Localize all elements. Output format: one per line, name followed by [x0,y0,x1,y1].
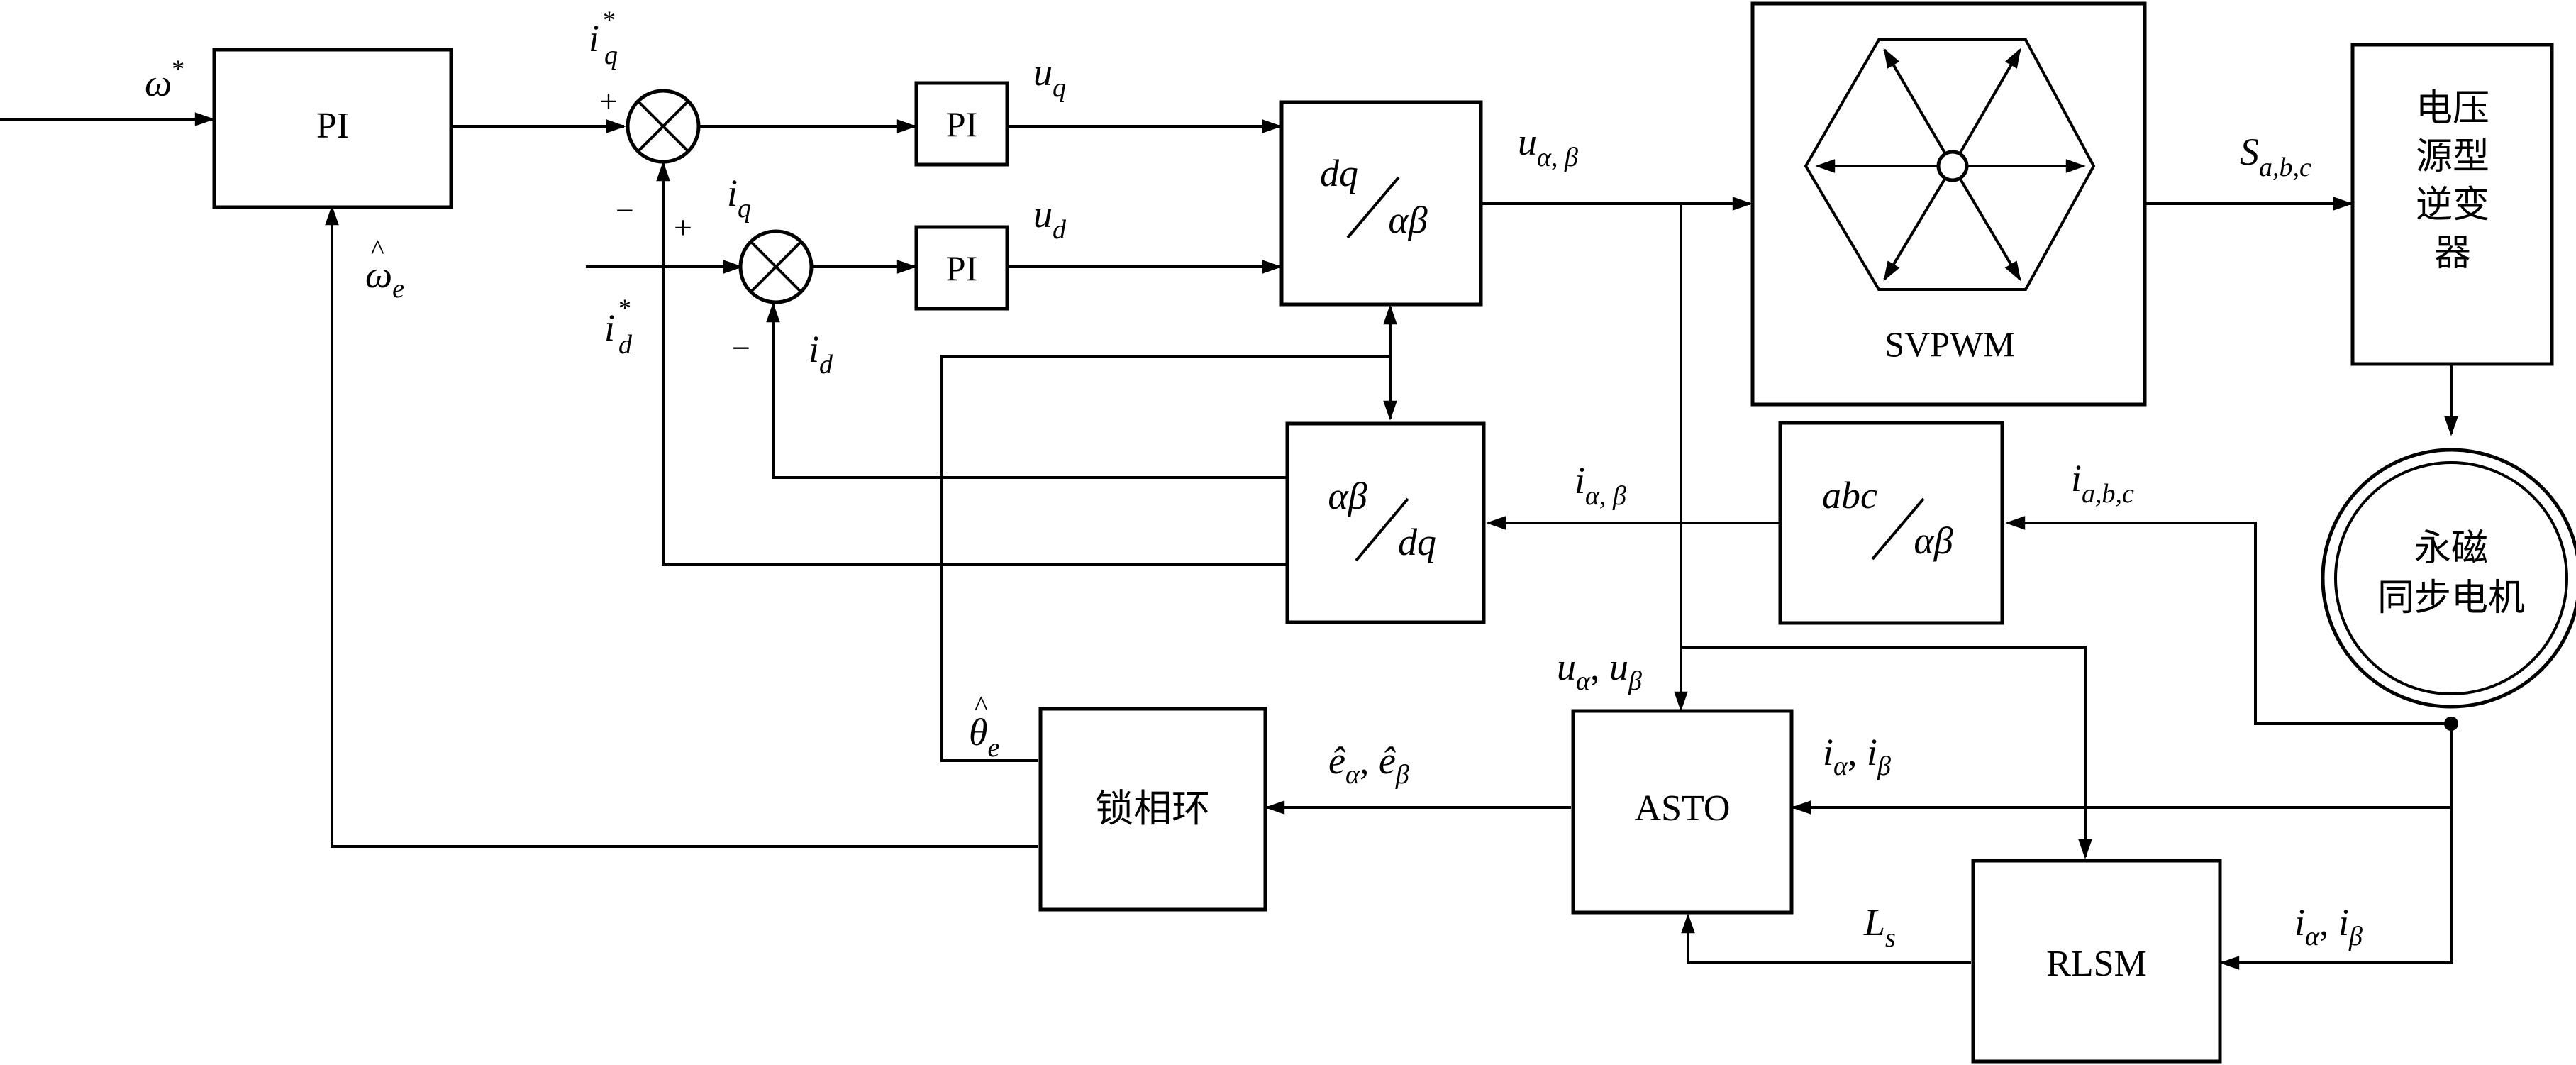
inverter-block: 电压 源型 逆变 器 [2350,43,2554,366]
i-alpha-i-beta-rlsm-label: iα, iβ [2294,901,2363,951]
i-abc-label: ia,b,c [2071,457,2134,509]
sum-junction-d [738,229,814,304]
ab-dq-denominator: dq [1398,521,1436,563]
alphabeta-to-dq-block: αβ dq [1285,421,1486,624]
svpwm-block: SVPWM [1750,1,2147,407]
omega-ref-label: ω* [145,55,184,104]
inverter-label-line-2: 源型 [2416,136,2489,178]
e-hat-label: êα, êβ [1328,739,1409,790]
id-label: id [809,328,833,380]
line-i-to-asto [1791,724,2453,815]
u-alpha-u-beta-label: uα, uβ [1557,646,1642,696]
dq-ab-denominator: αβ [1388,199,1427,241]
u-alpha-beta-label: uα, β [1518,121,1578,172]
abc-to-alphabeta-block: abc αβ [1778,421,2004,625]
dq-ab-numerator: dq [1320,152,1358,194]
sum-q-minus-sign: − [616,192,634,228]
motor-label-line-1: 永磁 [2414,527,2488,570]
d-pi-label: PI [946,248,977,288]
sum-junction-q [626,89,701,164]
svg-text:θe: θe [969,711,1000,763]
theta-hat-label: θe ^ [969,690,1000,763]
abc-ab-numerator: abc [1822,474,1877,517]
abc-ab-fraction-slash [1871,497,1925,561]
dq-ab-fraction-slash [1346,176,1400,239]
speed-pi-block: PI [212,48,453,209]
svpwm-label: SVPWM [1884,324,2014,364]
i-alpha-i-beta-asto-label: iα, iβ [1823,731,1891,781]
inverter-label-line-1: 电压 [2416,87,2489,130]
sum-d-plus-sign: + [674,209,692,245]
i-alpha-beta-label: iα, β [1575,459,1626,511]
line-ls [1681,913,1971,964]
rlsm-label: RLSM [2046,944,2147,984]
inverter-label-line-3: 逆变 [2416,184,2489,226]
abc-ab-denominator: αβ [1914,519,1953,562]
pmsm-motor: 永磁 同步电机 [2321,448,2576,709]
junction-dot [2444,717,2458,731]
svg-text:^: ^ [975,690,988,722]
pll-label: 锁相环 [1095,786,1210,831]
line-i-abc [2005,516,2451,725]
dq-to-alphabeta-block: dq αβ [1279,100,1483,307]
sum-d-minus-sign: − [732,330,750,366]
ud-label: ud [1033,193,1067,245]
line-theta-hat [940,355,1390,762]
svg-text:ωe: ωe [365,253,404,304]
asto-block: ASTO [1571,709,1794,915]
line-iq-feedback [656,161,1287,566]
line-u-to-rlsm [1681,646,2092,859]
q-pi-block: PI [914,81,1009,167]
speed-pi-label: PI [316,106,349,146]
omega-hat-label: ωe ^ [365,233,404,304]
motor-label-line-2: 同步电机 [2377,577,2525,619]
sum-q-plus-sign: + [599,83,618,119]
svg-text:^: ^ [371,233,384,265]
asto-label: ASTO [1635,788,1731,829]
s-abc-label: Sa,b,c [2240,131,2311,182]
line-id-feedback [766,302,1287,479]
line-i-to-rlsm [2219,807,2453,970]
pll-block: 锁相环 [1038,707,1267,912]
svpwm-hexagon-icon [1804,38,2096,291]
ab-dq-fraction-slash [1355,497,1409,562]
line-omega-hat [325,205,1038,848]
q-pi-label: PI [946,104,977,144]
ab-dq-numerator: αβ [1328,475,1367,517]
rlsm-block: RLSM [1971,859,2222,1064]
ls-label: Ls [1863,901,1896,953]
uq-label: uq [1033,51,1066,103]
inverter-label-line-4: 器 [2434,232,2471,275]
connections [0,112,2458,970]
iq-label: iq [727,172,751,224]
d-pi-block: PI [914,225,1009,311]
